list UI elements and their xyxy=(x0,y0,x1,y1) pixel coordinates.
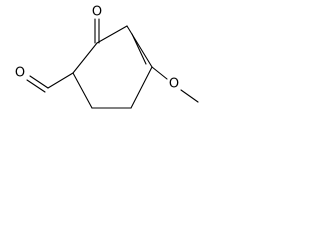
bond-c6-c1 xyxy=(72,42,98,74)
bond-ring-to-methoxy-oxygen xyxy=(151,66,168,80)
ketone-group: O xyxy=(92,5,102,44)
bond-c5-c6 xyxy=(72,72,93,109)
aldehyde-group: O xyxy=(15,66,74,93)
methoxy-group: O xyxy=(151,66,199,103)
ketone-oxygen-label: O xyxy=(92,5,102,20)
bond-methoxy-oxygen-to-methyl xyxy=(180,89,199,103)
bond-c2-c3-inner xyxy=(131,33,147,65)
ring-bonds xyxy=(72,25,153,109)
aldehyde-oxygen-label: O xyxy=(15,66,25,81)
methoxy-oxygen-label: O xyxy=(169,77,179,92)
bond-c2-c3 xyxy=(126,25,153,68)
bond-c3-c4 xyxy=(130,66,153,109)
bond-aldehyde-co-b xyxy=(26,79,46,93)
bond-c1-c2 xyxy=(96,25,128,44)
bond-aldehyde-co-a xyxy=(29,75,49,89)
chemical-structure-diagram: O O O xyxy=(15,5,199,109)
bond-ring-to-aldehyde xyxy=(47,72,74,89)
